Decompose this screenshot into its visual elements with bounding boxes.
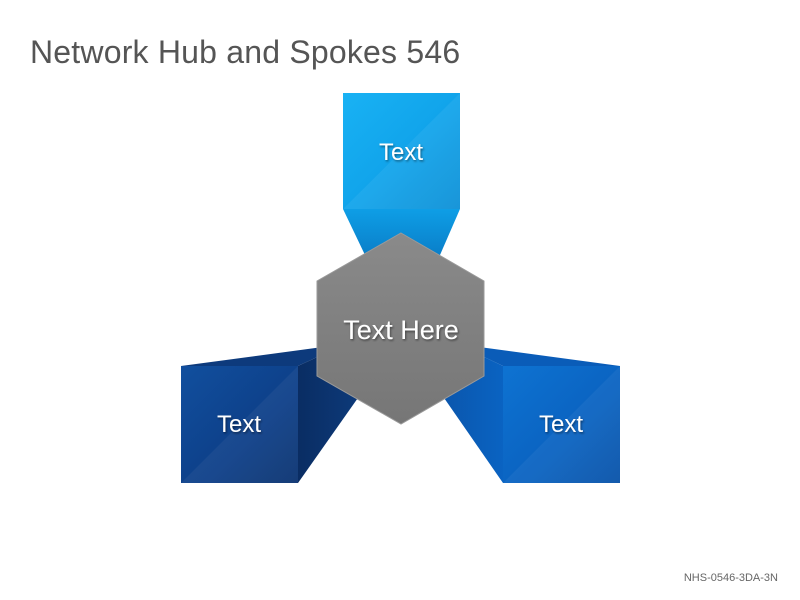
spoke-right-label: Text xyxy=(539,411,583,438)
spoke-top-neck xyxy=(343,209,460,255)
footer-code: NHS-0546-3DA-3N xyxy=(683,572,778,584)
spoke-right-top-edge xyxy=(457,344,620,366)
hub-hexagon xyxy=(316,232,485,425)
hub-label: Text Here xyxy=(343,315,459,345)
spoke-right: Text xyxy=(442,344,620,483)
spoke-top-face xyxy=(343,93,460,209)
spoke-top-label: Text xyxy=(379,139,423,166)
spoke-top: Text xyxy=(343,93,460,255)
slide-title: Network Hub and Spokes 546 xyxy=(30,34,461,70)
spoke-left-face xyxy=(181,366,298,483)
spoke-left-top-edge xyxy=(181,344,345,366)
spoke-right-face xyxy=(503,366,620,483)
spoke-left-label: Text xyxy=(217,411,261,438)
hub: Text Here xyxy=(316,232,485,425)
